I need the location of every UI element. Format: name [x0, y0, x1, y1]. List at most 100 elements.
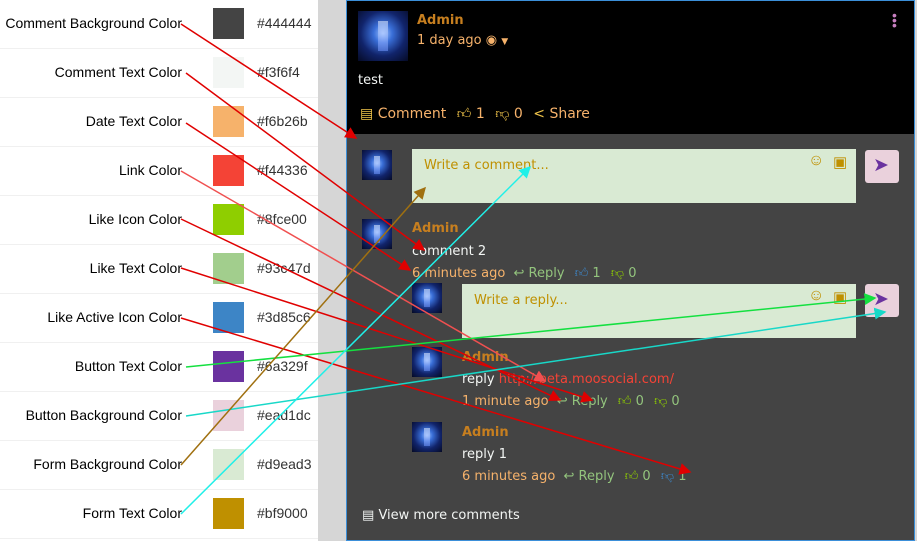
- camera-icon[interactable]: ▣: [833, 289, 848, 306]
- legend-color-name: Date Text Color: [85, 113, 182, 129]
- reply-reply-button[interactable]: Reply: [578, 469, 615, 484]
- comment-form[interactable]: Write a comment... ☺ ▣: [412, 149, 856, 203]
- comment-author-avatar[interactable]: [362, 219, 392, 249]
- legend-hex-value: #3d85c6: [257, 309, 311, 325]
- legend-hex-value: #444444: [257, 15, 312, 31]
- comment-send-button[interactable]: ➤: [865, 150, 899, 183]
- like-icon[interactable]: 👍︎: [456, 106, 472, 122]
- reply-author-avatar[interactable]: [412, 347, 442, 377]
- emoji-icon[interactable]: ☺: [808, 152, 825, 169]
- view-more-label[interactable]: View more comments: [378, 508, 520, 523]
- comment-meta: 6 minutes ago ↩ Reply 👍︎ 1 👎︎ 0: [412, 266, 636, 281]
- globe-icon[interactable]: ◉: [485, 33, 498, 48]
- legend-color-name: Like Active Icon Color: [47, 309, 182, 325]
- reply-reply-button[interactable]: Reply: [571, 394, 608, 409]
- legend-color-name: Link Color: [118, 162, 182, 178]
- post-time-text: 1 day ago: [417, 33, 482, 48]
- reply-link[interactable]: http://beta.moosocial.com/: [498, 372, 674, 387]
- legend-hex-value: #ead1dc: [257, 407, 311, 423]
- legend-row: Button Background Color #ead1dc: [0, 392, 318, 441]
- post-header: Admin 1 day ago ◉ ▼ ••• test ▤ Comment 👍…: [347, 1, 914, 134]
- reply-icon[interactable]: ↩: [513, 266, 525, 281]
- reply-dislike-count: 0: [671, 394, 680, 409]
- reply-form[interactable]: Write a reply... ☺ ▣: [462, 284, 856, 338]
- like-active-icon[interactable]: 👍︎: [574, 266, 589, 281]
- legend-row: Button Text Color #6a329f: [0, 343, 318, 392]
- post-author-avatar[interactable]: [358, 11, 408, 61]
- post-body: test: [358, 73, 383, 88]
- dislike-count: 0: [513, 106, 523, 122]
- legend-row: Form Background Color #d9ead3: [0, 441, 318, 490]
- legend-swatch: [213, 8, 244, 39]
- reply-meta: 1 minute ago ↩ Reply 👍︎ 0 👎︎ 0: [462, 394, 680, 409]
- legend-swatch: [213, 253, 244, 284]
- legend-swatch: [213, 57, 244, 88]
- share-button[interactable]: Share: [549, 106, 590, 122]
- legend-row: Like Icon Color#8fce00: [0, 196, 318, 245]
- reply-author-name[interactable]: Admin: [462, 425, 509, 440]
- comment-action-button[interactable]: Comment: [377, 106, 447, 122]
- legend-row: Link Color#f44336: [0, 147, 318, 196]
- comment-time: 6 minutes ago: [412, 266, 506, 281]
- post-actions: ▤ Comment 👍︎ 1 👎︎ 0 < Share: [360, 105, 590, 122]
- legend-row: Like Text Color#93c47d: [0, 245, 318, 294]
- legend-hex-value: #8fce00: [257, 211, 307, 227]
- dislike-active-icon[interactable]: 👎︎: [660, 469, 675, 484]
- reply-input[interactable]: Write a reply...: [474, 293, 568, 308]
- reply-author-name[interactable]: Admin: [462, 350, 509, 365]
- legend-color-name: Like Text Color: [89, 260, 182, 276]
- legend-row: Comment Background Color#444444: [0, 0, 318, 49]
- comment-panel: Admin 1 day ago ◉ ▼ ••• test ▤ Comment 👍…: [346, 0, 915, 541]
- legend-swatch: [213, 449, 244, 480]
- reply-like-count: 0: [635, 394, 644, 409]
- view-more-comments[interactable]: ▤ View more comments: [362, 508, 520, 523]
- legend-hex-value: #f3f6f4: [257, 64, 300, 80]
- more-options-icon[interactable]: •••: [892, 7, 897, 33]
- like-count: 1: [475, 106, 485, 122]
- share-icon[interactable]: <: [533, 106, 545, 122]
- comment-reply-button[interactable]: Reply: [528, 266, 565, 281]
- legend-row: Comment Text Color #f3f6f4: [0, 49, 318, 98]
- legend-swatch: [213, 498, 244, 529]
- legend-swatch: [213, 302, 244, 333]
- comments-section: Write a comment... ☺ ▣ ➤ Admin comment 2…: [347, 134, 914, 540]
- reply-meta: 6 minutes ago ↩ Reply 👍︎ 0 👎︎ 1: [462, 469, 686, 484]
- send-icon: ➤: [873, 289, 889, 310]
- legend-color-name: Button Text Color: [74, 358, 182, 374]
- legend-hex-value: #6a329f: [257, 358, 308, 374]
- legend-color-name: Form Background Color: [33, 456, 182, 472]
- dislike-icon[interactable]: 👎︎: [654, 394, 668, 409]
- reply-icon[interactable]: ↩: [556, 394, 568, 409]
- emoji-icon[interactable]: ☺: [808, 287, 825, 304]
- comment-author-name[interactable]: Admin: [412, 221, 459, 236]
- send-icon: ➤: [873, 155, 889, 176]
- reply-text: reply http://beta.moosocial.com/: [462, 372, 674, 387]
- reply-like-count: 0: [642, 469, 651, 484]
- chevron-down-icon[interactable]: ▼: [501, 37, 509, 47]
- reply-send-button[interactable]: ➤: [865, 284, 899, 317]
- reply-icon[interactable]: ↩: [563, 469, 575, 484]
- legend-hex-value: #bf9000: [257, 505, 308, 521]
- legend-swatch: [213, 204, 244, 235]
- legend-row: Like Active Icon Color #3d85c6: [0, 294, 318, 343]
- comment-icon: ▤: [362, 508, 375, 523]
- legend-row: Form Text Color#bf9000: [0, 490, 318, 539]
- camera-icon[interactable]: ▣: [833, 154, 848, 171]
- reply-author-avatar[interactable]: [412, 422, 442, 452]
- legend-color-name: Comment Text Color: [54, 64, 182, 80]
- post-time: 1 day ago ◉ ▼: [417, 33, 508, 48]
- like-icon[interactable]: 👍︎: [617, 394, 632, 409]
- legend-hex-value: #d9ead3: [257, 456, 312, 472]
- legend-swatch: [213, 400, 244, 431]
- dislike-icon[interactable]: 👎︎: [610, 266, 625, 281]
- comment-text: comment 2: [412, 244, 487, 259]
- comment-input[interactable]: Write a comment...: [424, 158, 549, 173]
- dislike-icon[interactable]: 👎︎: [495, 106, 510, 122]
- reply-time: 1 minute ago: [462, 394, 549, 409]
- like-icon[interactable]: 👍︎: [624, 469, 639, 484]
- comment-icon[interactable]: ▤: [360, 106, 374, 122]
- legend-swatch: [213, 106, 244, 137]
- post-author-name[interactable]: Admin: [417, 13, 464, 28]
- legend-color-name: Button Background Color: [25, 407, 182, 423]
